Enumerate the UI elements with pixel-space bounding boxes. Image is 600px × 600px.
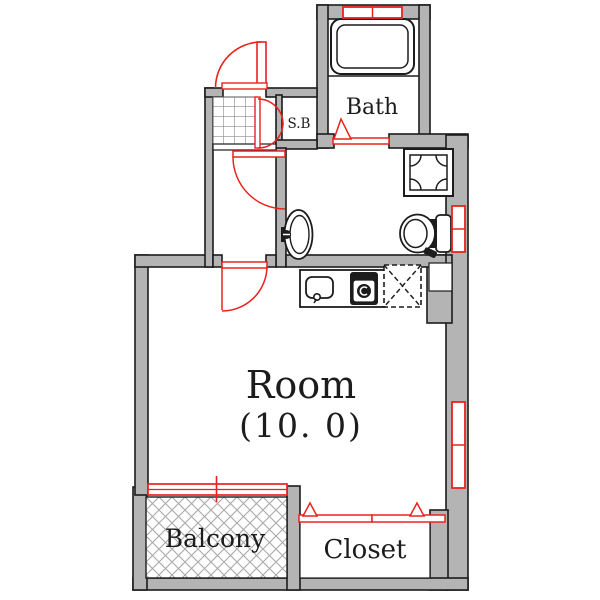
washbasin-icon: [281, 209, 314, 260]
entry-threshold: [221, 82, 268, 90]
wall-segment: [445, 134, 469, 591]
closet-interior: [299, 520, 431, 579]
washing-machine-pan-icon: [403, 148, 454, 197]
balcony-floor: [145, 496, 288, 579]
wall-segment: [418, 4, 431, 149]
room-door-icon: [221, 261, 268, 312]
wall-segment: [275, 147, 287, 268]
wall-segment: [286, 485, 301, 591]
wall-segment: [285, 254, 447, 268]
wall-segment: [204, 87, 224, 98]
wall-segment: [132, 486, 148, 591]
gas-stove-icon: [350, 272, 378, 305]
entrance-tile-floor: [212, 96, 259, 145]
kitchen-sink-icon: [305, 276, 334, 304]
toilet-icon: [399, 213, 452, 258]
hall-door-icon: [232, 150, 286, 210]
washroom-window-icon: [451, 205, 466, 253]
shoe-box-label: S.B: [288, 116, 311, 132]
closet-label: Closet: [323, 535, 407, 565]
bathtub-icon: [328, 18, 419, 77]
wall-segment: [204, 87, 214, 268]
refrigerator-space-icon: [383, 264, 422, 308]
wall-segment: [265, 87, 318, 98]
balcony-window-icon: [147, 476, 288, 502]
wall-segment: [134, 254, 214, 268]
wall-segment: [134, 254, 149, 496]
shoe-box-doors-icon: [254, 96, 284, 149]
room-window-icon: [451, 401, 466, 489]
kitchen-counter: [299, 269, 386, 308]
wall-segment: [316, 4, 329, 149]
wall-niche: [428, 262, 453, 292]
entrance-area: [212, 96, 277, 151]
wall-segment: [265, 254, 277, 268]
entry-door-icon: [214, 41, 268, 90]
wall-segment: [212, 254, 223, 268]
room-label: Room: [246, 363, 356, 407]
bath-folding-door-icon: [332, 117, 390, 145]
bath-window-icon: [342, 6, 403, 19]
balcony-label: Balcony: [165, 524, 266, 553]
bath-label: Bath: [346, 95, 398, 120]
room-size-label: (10. 0): [239, 406, 363, 445]
entrance-step: [212, 143, 277, 151]
closet-folding-door-icon: [298, 501, 446, 523]
wall-segment: [316, 133, 335, 149]
